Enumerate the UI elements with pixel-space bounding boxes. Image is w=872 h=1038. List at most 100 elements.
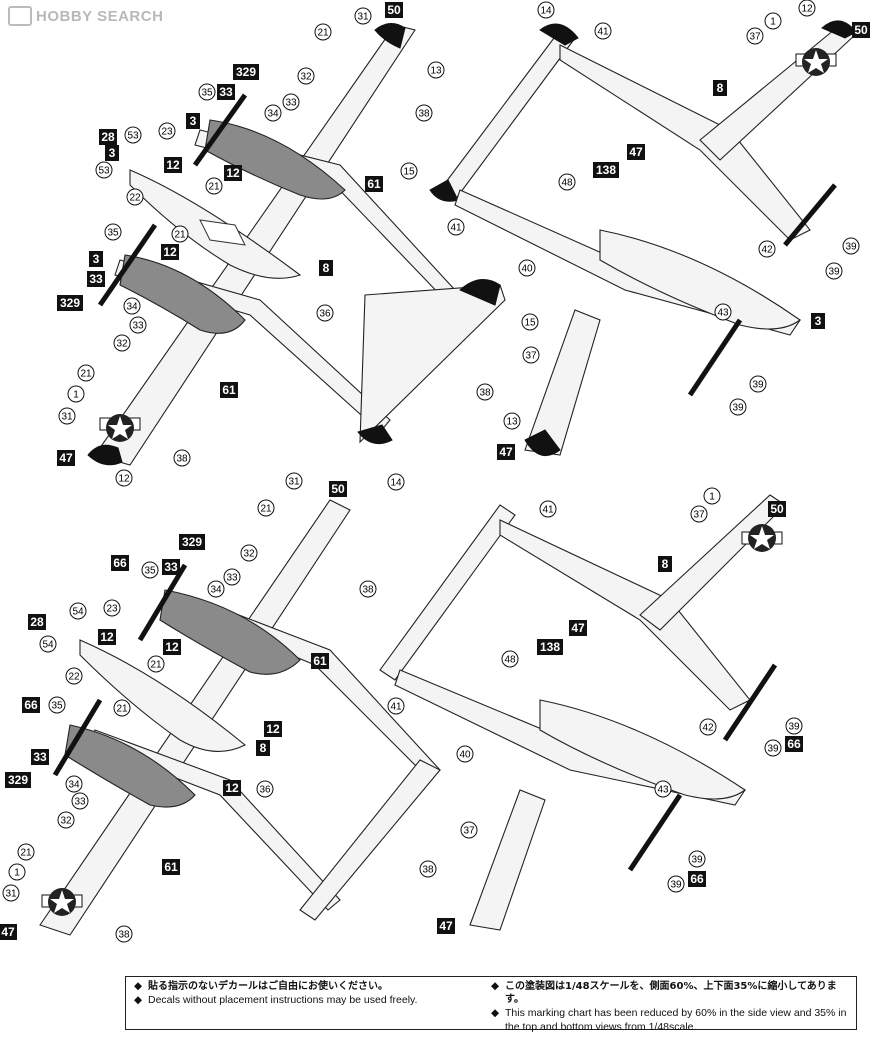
note-text: This marking chart has been reduced by 6… <box>505 1007 847 1019</box>
decal-number-circle: 34 <box>65 775 83 793</box>
decal-number-label: 33 <box>219 85 233 99</box>
note-row: the top and bottom views from 1/48scale. <box>491 1021 848 1034</box>
decal-number-box: 8 <box>319 260 333 276</box>
note-row: ◆ この塗装図は1/48スケールを、側面60%、上下面35%に縮小してあります。 <box>491 980 848 1006</box>
decal-number-box: 61 <box>162 859 180 875</box>
decal-number-circle: 40 <box>518 259 536 277</box>
decal-number-circle: 39 <box>729 398 747 416</box>
decal-number-circle: 39 <box>785 717 803 735</box>
notes-box: ◆ 貼る指示のないデカールはご自由にお使いください。 ◆ Decals with… <box>125 976 857 1033</box>
decal-number-label: 329 <box>8 773 28 787</box>
propeller-upper <box>722 663 778 742</box>
decal-number-label: 42 <box>702 723 714 734</box>
decal-number-label: 15 <box>524 318 536 329</box>
decal-number-box: 66 <box>785 736 803 752</box>
decal-number-circle: 32 <box>57 811 75 829</box>
decal-number-label: 66 <box>690 872 704 886</box>
decal-number-label: 35 <box>201 88 213 99</box>
decal-number-label: 39 <box>828 267 840 278</box>
decal-number-circle: 53 <box>95 161 113 179</box>
us-star-insignia-4 <box>741 524 783 552</box>
decal-number-circle: 21 <box>171 225 189 243</box>
decal-number-label: 66 <box>113 556 127 570</box>
diamond-bullet-icon: ◆ <box>134 980 143 992</box>
decal-number-box: 3 <box>89 251 103 267</box>
decal-number-circle: 32 <box>113 334 131 352</box>
decal-number-box: 329 <box>5 772 31 788</box>
decal-number-circle: 1 <box>703 487 721 505</box>
decal-number-circle: 34 <box>207 580 225 598</box>
decal-number-label: 33 <box>226 573 238 584</box>
decal-number-label: 21 <box>208 182 220 193</box>
note-row: ◆ Decals without placement instructions … <box>134 994 491 1007</box>
us-star-insignia-2 <box>795 48 837 76</box>
wingtip-dark-3 <box>524 429 561 457</box>
decal-number-circle: 54 <box>69 602 87 620</box>
decal-number-circle: 43 <box>714 303 732 321</box>
decal-number-label: 12 <box>165 640 179 654</box>
decal-number-label: 39 <box>788 722 800 733</box>
wing-lower-panel <box>524 309 601 456</box>
decal-number-circle: 22 <box>126 188 144 206</box>
decal-number-label: 12 <box>166 158 180 172</box>
decal-number-circle: 39 <box>764 739 782 757</box>
decal-number-label: 40 <box>521 264 533 275</box>
decal-number-circle: 53 <box>124 126 142 144</box>
decal-number-label: 61 <box>367 177 381 191</box>
decal-number-label: 37 <box>525 351 537 362</box>
decal-number-box: 61 <box>220 382 238 398</box>
engine-nacelle-lower <box>119 254 246 334</box>
decal-number-label: 39 <box>670 880 682 891</box>
decal-number-circle: 1 <box>764 12 782 30</box>
aircraft-upper-bottom-view <box>429 20 857 457</box>
decal-number-label: 12 <box>118 474 130 485</box>
decal-number-label: 31 <box>288 477 300 488</box>
decal-number-label: 43 <box>657 785 669 796</box>
marking-chart: 5032933328312121233332986161473121133233… <box>0 0 870 943</box>
decal-number-box: 50 <box>329 481 347 497</box>
decal-number-box: 33 <box>217 84 235 100</box>
decal-number-label: 32 <box>60 816 72 827</box>
engine-nacelle-upper <box>159 589 301 675</box>
decal-number-label: 53 <box>127 131 139 142</box>
decal-number-circle: 35 <box>141 561 159 579</box>
decal-number-circle: 13 <box>427 61 445 79</box>
note-text: the top and bottom views from 1/48scale. <box>505 1021 697 1033</box>
diamond-bullet-icon: ◆ <box>491 1007 500 1019</box>
decal-number-label: 12 <box>225 781 239 795</box>
decal-number-label: 12 <box>100 630 114 644</box>
decal-number-circle: 39 <box>688 850 706 868</box>
decal-number-circle: 33 <box>282 93 300 111</box>
decal-number-label: 38 <box>479 388 491 399</box>
decal-number-label: 32 <box>116 339 128 350</box>
decal-number-label: 47 <box>499 445 513 459</box>
notes-left-column: ◆ 貼る指示のないデカールはご自由にお使いください。 ◆ Decals with… <box>134 980 491 1026</box>
decal-number-box: 33 <box>31 749 49 765</box>
decal-number-circle: 42 <box>758 240 776 258</box>
decal-number-circle: 33 <box>223 568 241 586</box>
decal-number-box: 8 <box>256 740 270 756</box>
decal-number-circle: 35 <box>48 696 66 714</box>
decal-number-label: 1 <box>73 390 79 401</box>
decal-number-label: 329 <box>182 535 202 549</box>
propeller-lower <box>97 223 158 307</box>
decal-number-label: 21 <box>317 28 329 39</box>
decal-number-box: 8 <box>713 80 727 96</box>
decal-number-box: 8 <box>658 556 672 572</box>
us-star-insignia-3 <box>41 888 83 916</box>
decal-number-label: 12 <box>163 245 177 259</box>
decal-number-circle: 48 <box>558 173 576 191</box>
decal-number-circle: 37 <box>746 27 764 45</box>
decal-number-label: 38 <box>418 109 430 120</box>
decal-number-circle: 35 <box>104 223 122 241</box>
tail-stabilizer <box>359 284 506 444</box>
decal-number-box: 47 <box>497 444 515 460</box>
note-row: ◆ 貼る指示のないデカールはご自由にお使いください。 <box>134 980 491 993</box>
decal-number-label: 48 <box>504 655 516 666</box>
decal-number-circle: 23 <box>158 122 176 140</box>
decal-number-label: 41 <box>542 505 554 516</box>
decal-number-label: 33 <box>164 560 178 574</box>
decal-number-label: 33 <box>74 797 86 808</box>
central-gondola <box>599 229 801 330</box>
decal-number-label: 50 <box>387 3 401 17</box>
